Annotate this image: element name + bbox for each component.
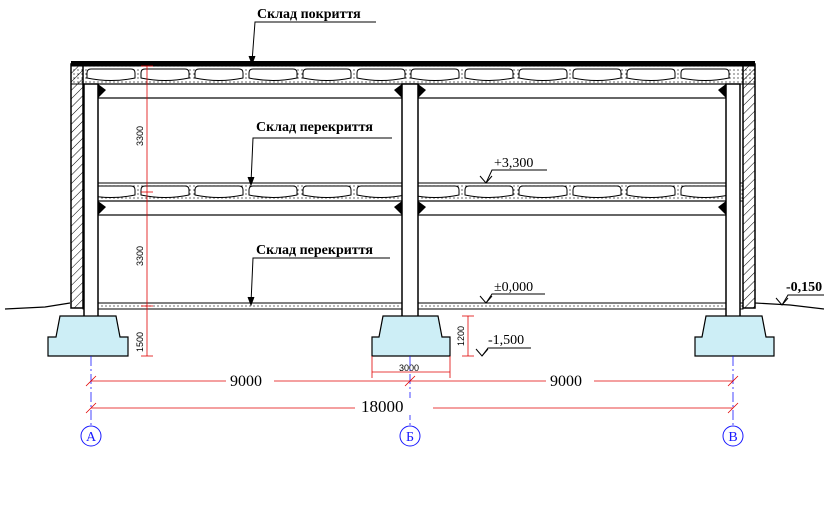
- footing-height-dimension: 1200: [456, 326, 466, 346]
- slab-void: [518, 68, 568, 81]
- column-b: [401, 83, 419, 347]
- level-mid-text: +3,300: [494, 156, 533, 171]
- roof-composition-label: Склад покриття: [257, 7, 361, 22]
- slab-void: [626, 68, 676, 81]
- slab-void: [140, 185, 190, 198]
- svg-text:Б: Б: [406, 430, 414, 445]
- slab-void: [626, 185, 676, 198]
- slab-void: [464, 68, 514, 81]
- vertical-dimensions: [141, 65, 474, 357]
- footing-b: [371, 315, 451, 357]
- roof-slab: [70, 61, 756, 85]
- slab-void: [302, 68, 352, 81]
- floor-upper-label-leader: [247, 137, 392, 187]
- level-mark-terrain: [775, 294, 824, 306]
- base-depth-dimension: 1500: [135, 332, 145, 352]
- axis-bubble-a: А: [80, 425, 102, 447]
- slab-void: [302, 185, 352, 198]
- footing-width-dimension: 3000: [399, 363, 419, 373]
- span-right-dimension: 9000: [550, 373, 582, 390]
- left-wall: [70, 63, 84, 309]
- level-terrain-text: -0,150: [786, 280, 822, 295]
- level-ground-text: ±0,000: [494, 280, 533, 295]
- column-c: [725, 83, 741, 347]
- footing-a: [47, 315, 129, 357]
- span-left-dimension: 9000: [230, 373, 262, 390]
- slab-void: [572, 68, 622, 81]
- floor-upper-composition-label: Склад перекриття: [256, 120, 373, 135]
- column-a: [83, 83, 99, 347]
- slab-void: [86, 68, 136, 81]
- footing-c: [694, 315, 775, 357]
- slab-void: [356, 68, 406, 81]
- level-mark-mid: [479, 169, 547, 184]
- slab-void: [680, 68, 730, 81]
- level-mark-foundation: [475, 347, 531, 357]
- floor-lower-composition-label: Склад перекриття: [256, 243, 373, 258]
- right-wall: [742, 63, 756, 309]
- footing-width-dimension-line: [371, 356, 451, 378]
- slab-void: [248, 185, 298, 198]
- roof-label-leader: [248, 21, 376, 66]
- axis-bubble-c: В: [722, 425, 744, 447]
- slab-void: [140, 68, 190, 81]
- slab-void: [194, 185, 244, 198]
- slab-void: [194, 68, 244, 81]
- slab-void: [680, 185, 730, 198]
- columns: [83, 83, 741, 347]
- axis-bubble-b: Б: [399, 425, 421, 447]
- svg-text:В: В: [728, 430, 737, 445]
- slab-void: [356, 185, 406, 198]
- storey-upper-dimension: 3300: [135, 126, 145, 146]
- level-foundation-text: -1,500: [488, 333, 524, 348]
- level-mark-ground: [479, 293, 545, 304]
- slab-void: [410, 68, 460, 81]
- slab-void: [572, 185, 622, 198]
- svg-text:А: А: [86, 430, 97, 445]
- total-dimension: 18000: [361, 397, 404, 416]
- slab-void: [518, 185, 568, 198]
- floor-lower-label-leader: [247, 257, 390, 307]
- slab-void: [248, 68, 298, 81]
- storey-lower-dimension: 3300: [135, 246, 145, 266]
- foundations: [47, 315, 775, 357]
- slab-void: [464, 185, 514, 198]
